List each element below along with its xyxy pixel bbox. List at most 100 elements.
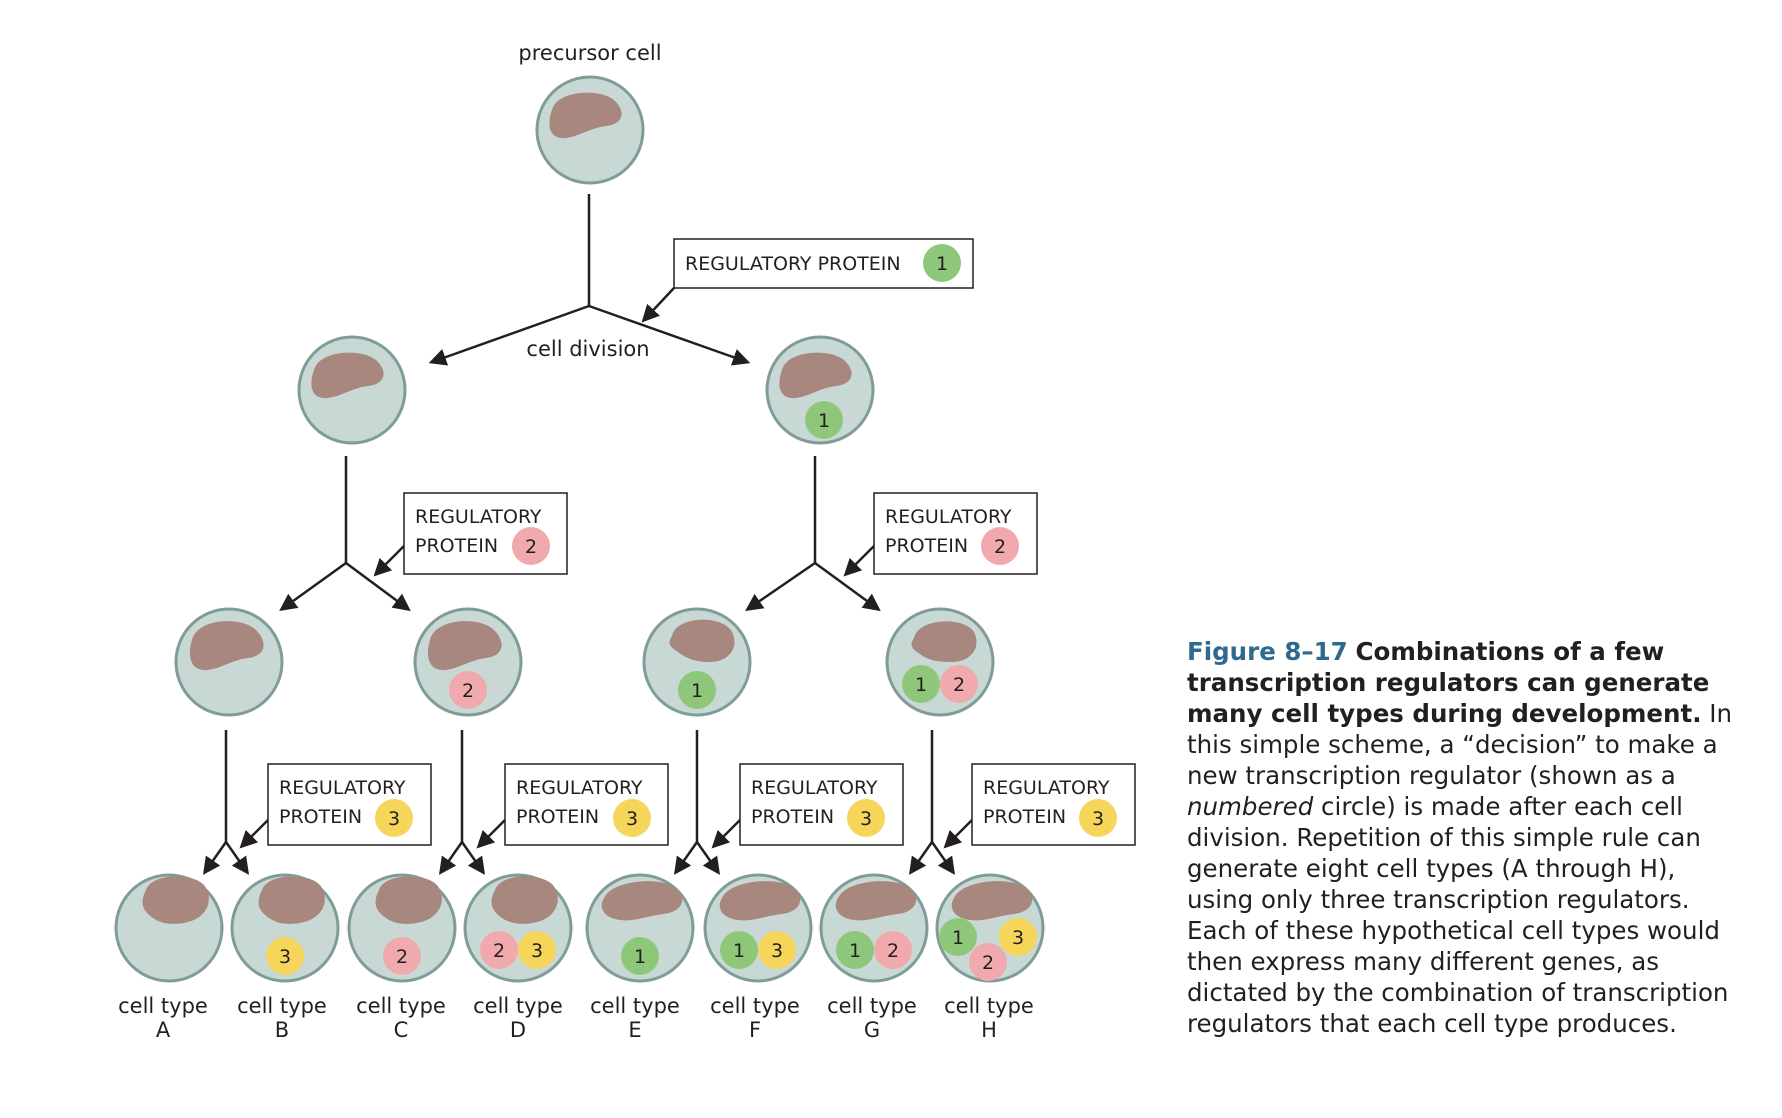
regulatory-box-line2: PROTEIN — [751, 806, 834, 828]
cell-gen2-3: 1 — [642, 607, 752, 717]
cell-type-letter: B — [275, 1018, 289, 1042]
protein-number: 1 — [733, 940, 745, 962]
protein-3-marker — [518, 931, 556, 969]
caption-text-2: circle) is made after each cell division… — [1187, 792, 1729, 1038]
figure-title: Combinations of a few transcription regu… — [1187, 637, 1710, 728]
regulatory-box-line2: PROTEIN — [415, 535, 498, 557]
cell-type-letter: H — [981, 1018, 997, 1042]
protein-3-marker — [999, 918, 1037, 956]
protein-number: 1 — [952, 927, 964, 949]
lineage-lines — [202, 194, 973, 875]
protein-number: 3 — [531, 940, 543, 962]
protein-number: 1 — [634, 946, 646, 968]
nucleus — [375, 876, 442, 924]
regulatory-box-line1: REGULATORY — [279, 777, 406, 799]
protein-number: 1 — [915, 674, 927, 696]
cell-type-a — [114, 873, 224, 983]
cell-type-word: cell type — [590, 994, 680, 1018]
protein-1-marker — [720, 931, 758, 969]
protein-3-marker — [1079, 799, 1117, 837]
protein-2-marker — [480, 931, 518, 969]
regulatory-box-protein-3-b: REGULATORY PROTEIN 3 — [504, 763, 669, 846]
regulatory-box-line1: REGULATORY — [885, 506, 1012, 528]
cell-type-word: cell type — [827, 994, 917, 1018]
protein-3-marker — [613, 799, 651, 837]
cell-gen1-right: 1 — [765, 335, 875, 445]
protein-2-marker — [512, 527, 550, 565]
protein-number: 3 — [1092, 808, 1104, 830]
nucleus — [719, 881, 801, 921]
nucleus — [835, 881, 917, 921]
cell-type-letter: D — [510, 1018, 526, 1042]
precursor-cell — [535, 75, 645, 185]
protein-2-marker — [981, 527, 1019, 565]
nucleus — [601, 881, 683, 921]
protein-2-marker — [383, 937, 421, 975]
cell-type-word: cell type — [356, 994, 446, 1018]
protein-2-marker — [449, 671, 487, 709]
cell-type-d: 2 3 — [463, 873, 573, 983]
regulatory-box-line2: PROTEIN — [885, 535, 968, 557]
cell-type-word: cell type — [710, 994, 800, 1018]
caption-emphasis: numbered — [1187, 792, 1314, 821]
cell-type-letter: C — [394, 1018, 409, 1042]
figure-label: Figure 8–17 — [1187, 637, 1348, 666]
cell-type-e: 1 — [585, 873, 695, 983]
regulatory-box-label: REGULATORY PROTEIN — [685, 253, 901, 275]
cell-type-f: 1 3 — [703, 873, 813, 983]
cell-division-label: cell division — [526, 337, 649, 361]
nucleus — [549, 92, 622, 139]
precursor-cell-label: precursor cell — [518, 41, 661, 65]
nucleus — [779, 352, 852, 399]
cell-type-word: cell type — [473, 994, 563, 1018]
regulatory-box-line2: PROTEIN — [983, 806, 1066, 828]
protein-number: 3 — [860, 808, 872, 830]
cell-type-word: cell type — [944, 994, 1034, 1018]
nucleus — [951, 881, 1033, 921]
figure-caption: Figure 8–17 Combinations of a few transc… — [1187, 636, 1747, 1039]
protein-number: 3 — [388, 808, 400, 830]
protein-1-marker — [621, 937, 659, 975]
protein-number: 1 — [849, 940, 861, 962]
cell-type-letter: G — [864, 1018, 880, 1042]
nucleus — [311, 352, 384, 399]
protein-number: 3 — [626, 808, 638, 830]
protein-1-marker — [923, 244, 961, 282]
cell-type-letter: E — [628, 1018, 641, 1042]
protein-1-marker — [678, 671, 716, 709]
cell-type-c: 2 — [347, 873, 457, 983]
regulatory-box-line1: REGULATORY — [751, 777, 878, 799]
regulatory-box-protein-3-c: REGULATORY PROTEIN 3 — [739, 763, 904, 846]
protein-number: 2 — [396, 946, 408, 968]
protein-number: 2 — [953, 674, 965, 696]
nucleus — [142, 876, 209, 924]
protein-1-marker — [939, 918, 977, 956]
regulatory-box-line1: REGULATORY — [516, 777, 643, 799]
protein-number: 3 — [1012, 927, 1024, 949]
protein-number: 1 — [691, 680, 703, 702]
cell-type-letter: A — [156, 1018, 171, 1042]
regulatory-box-protein-2-left: REGULATORY PROTEIN 2 — [403, 492, 568, 575]
protein-number: 3 — [279, 946, 291, 968]
regulatory-box-line1: REGULATORY — [415, 506, 542, 528]
cell-type-h: 1 3 2 — [935, 873, 1045, 983]
nucleus — [669, 619, 735, 662]
regulatory-box-protein-3-d: REGULATORY PROTEIN 3 — [971, 763, 1136, 846]
protein-number: 2 — [887, 940, 899, 962]
regulatory-box-protein-2-right: REGULATORY PROTEIN 2 — [873, 492, 1038, 575]
protein-3-marker — [375, 799, 413, 837]
protein-number: 2 — [462, 680, 474, 702]
protein-1-marker — [902, 665, 940, 703]
cell-gen2-4: 1 2 — [885, 607, 995, 717]
protein-number: 2 — [525, 536, 537, 558]
protein-3-marker — [758, 931, 796, 969]
regulatory-box-line2: PROTEIN — [516, 806, 599, 828]
cell-type-word: cell type — [237, 994, 327, 1018]
protein-number: 3 — [771, 940, 783, 962]
nucleus — [189, 621, 264, 671]
protein-number: 1 — [936, 253, 948, 275]
protein-number: 2 — [982, 952, 994, 974]
cell-type-letter: F — [749, 1018, 761, 1042]
protein-number: 2 — [994, 536, 1006, 558]
